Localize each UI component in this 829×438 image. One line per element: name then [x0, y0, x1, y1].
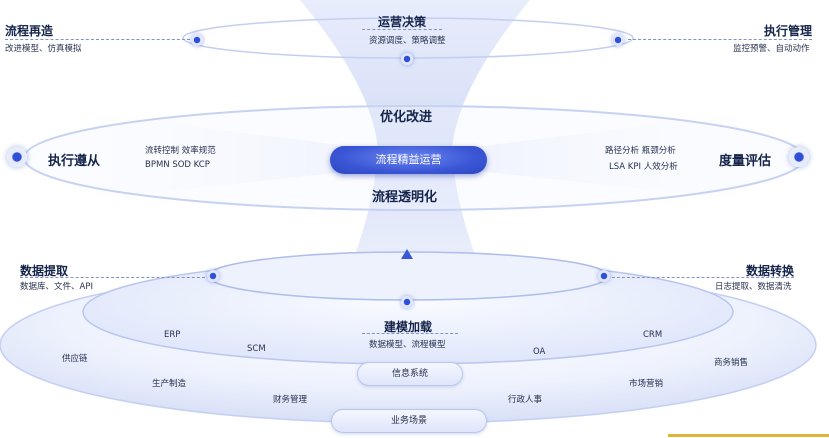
modeling-subtitle: 数据模型、流程模型 [369, 340, 446, 350]
compliance-title: 执行遵从 [48, 154, 101, 169]
modeling-node-icon [401, 296, 413, 308]
info-system-item: SCM [247, 344, 266, 354]
transparency-label: 流程透明化 [372, 190, 438, 205]
modeling-title: 建模加载 [384, 320, 433, 334]
business-scenario-item: 商务销售 [714, 358, 749, 368]
transform-divider [612, 277, 794, 278]
extract-divider [20, 277, 210, 278]
optimize-label: 优化改进 [380, 110, 433, 125]
accent-bar [668, 434, 829, 437]
top-center-subtitle: 资源调度、策略调整 [369, 36, 446, 46]
info-system-item: OA [533, 347, 546, 357]
extract-node-icon [207, 270, 219, 282]
top-right-node-icon [612, 34, 624, 46]
compliance-line2: BPMN SOD KCP [145, 160, 210, 170]
business-scenario-item: 市场营销 [629, 379, 664, 389]
compliance-line1: 流转控制 效率规范 [145, 146, 216, 156]
top-left-subtitle: 改进模型、仿真模拟 [5, 44, 82, 54]
business-scenario-item: 供应链 [62, 354, 88, 364]
transform-subtitle: 日志提取、数据清洗 [715, 282, 792, 292]
top-right-subtitle: 监控预警、自动动作 [733, 44, 810, 54]
business-scenario-item: 行政人事 [508, 395, 543, 405]
modeling-divider [362, 333, 458, 334]
info-systems-pill: 信息系统 [357, 362, 463, 386]
info-system-item: ERP [164, 330, 181, 340]
top-right-title: 执行管理 [764, 24, 813, 38]
right-evaluation-node-icon [789, 147, 809, 167]
extract-subtitle: 数据库、文件、API [20, 282, 93, 292]
business-scenarios-pill: 业务场景 [331, 409, 487, 433]
extract-title: 数据提取 [20, 264, 69, 278]
evaluation-title: 度量评估 [719, 154, 772, 169]
evaluation-line1: 路径分析 瓶颈分析 [605, 146, 676, 156]
transform-title: 数据转换 [746, 264, 795, 278]
core-operation-node: 流程精益运营 [330, 146, 487, 174]
transform-node-icon [598, 270, 610, 282]
info-system-item: CRM [643, 330, 663, 340]
top-left-title: 流程再造 [5, 24, 54, 38]
top-right-divider [628, 39, 812, 40]
top-left-node-icon [191, 34, 203, 46]
top-left-divider [5, 39, 190, 40]
business-scenario-item: 财务管理 [273, 395, 308, 405]
top-center-node-icon [401, 53, 413, 65]
left-compliance-node-icon [7, 147, 27, 167]
evaluation-line2: LSA KPI 人效分析 [609, 162, 678, 172]
business-scenario-item: 生产制造 [152, 379, 187, 389]
top-center-divider [362, 29, 442, 30]
top-center-title: 运营决策 [378, 15, 427, 29]
